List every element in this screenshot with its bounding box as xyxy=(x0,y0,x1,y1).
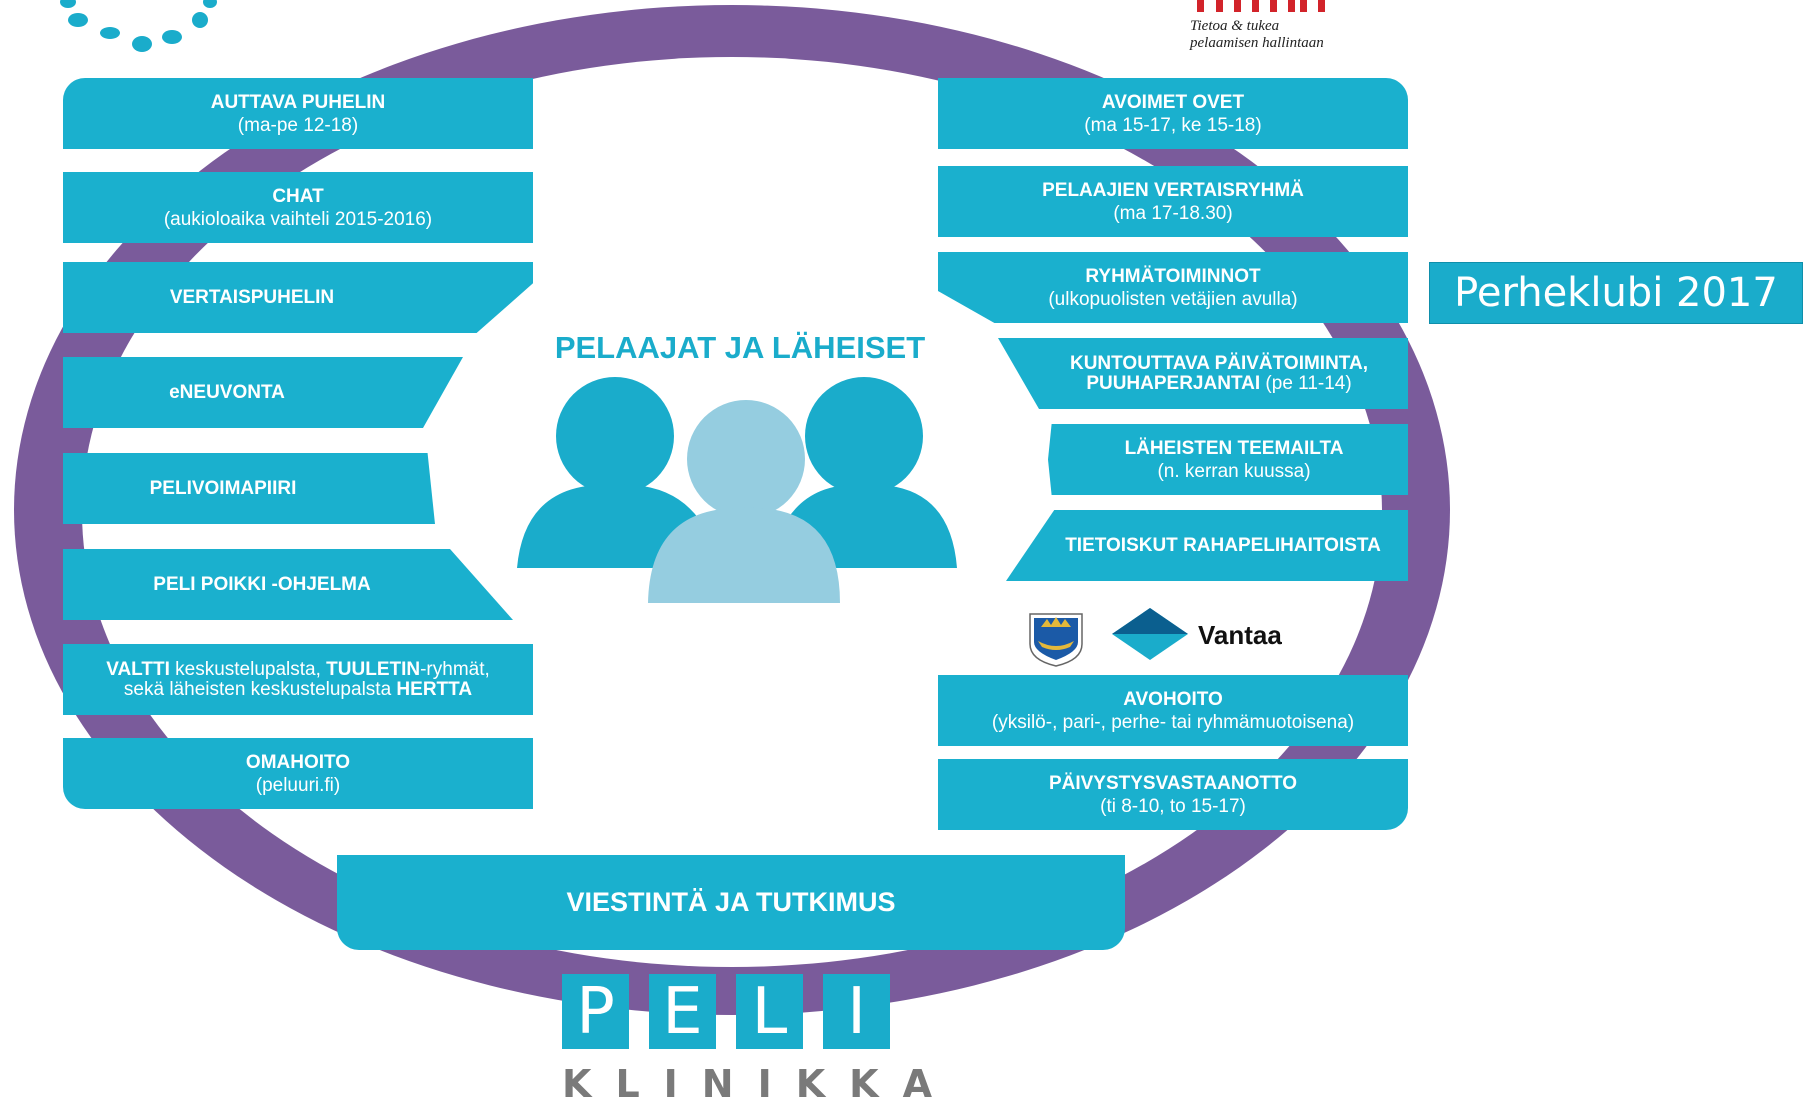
box-title: TIETOISKUT RAHAPELIHAITOISTA xyxy=(1065,535,1381,556)
right-box-avohoito: AVOHOITO (yksilö-, pari-, perhe- tai ryh… xyxy=(938,675,1408,746)
right-box-vertaisryhma: PELAAJIEN VERTAISRYHMÄ (ma 17-18.30) xyxy=(938,166,1408,237)
tiltti-logo-mark xyxy=(1197,0,1325,12)
box-title: OMAHOITO xyxy=(245,751,351,773)
box-subtitle: (ulkopuolisten vetäjien avulla) xyxy=(1048,288,1298,310)
vantaa-logo-icon xyxy=(1112,608,1188,660)
box-subtitle: (ma 15-17, ke 15-18) xyxy=(1084,114,1262,136)
klinikka-text: KLINIKKA xyxy=(562,1062,957,1106)
box-subtitle: (n. kerran kuussa) xyxy=(1157,460,1311,482)
box-title: eNEUVONTA xyxy=(169,382,285,403)
kuntouttava-line1: KUNTOUTTAVA PÄIVÄTOIMINTA, xyxy=(1069,352,1368,374)
right-box-teemailta: LÄHEISTEN TEEMAILTA (n. kerran kuussa) xyxy=(1048,424,1408,495)
box-title: PÄIVYSTYSVASTAANOTTO xyxy=(1048,772,1298,794)
tiltti-tagline-line2: pelaamisen hallintaan xyxy=(1190,35,1324,51)
box-subtitle: (aukioloaika vaihteli 2015-2016) xyxy=(163,208,433,230)
peliklinikka-logo: P E L I KLINIKKA xyxy=(562,974,932,1106)
perheklubi-label: Perheklubi 2017 xyxy=(1429,262,1803,324)
peli-letter-l: L xyxy=(736,974,803,1049)
box-subtitle: (ti 8-10, to 15-17) xyxy=(1100,795,1246,817)
box-title: VERTAISPUHELIN xyxy=(169,287,335,308)
people-group-icon xyxy=(517,377,957,603)
box-subtitle: (yksilö-, pari-, perhe- tai ryhmämuotois… xyxy=(991,711,1355,733)
box-title: AVOHOITO xyxy=(1123,688,1223,710)
box-title: PELAAJIEN VERTAISRYHMÄ xyxy=(1042,179,1304,201)
left-box-omahoito: OMAHOITO (peluuri.fi) xyxy=(63,738,533,809)
right-box-paivystys: PÄIVYSTYSVASTAANOTTO (ti 8-10, to 15-17) xyxy=(938,759,1408,830)
right-box-kuntouttava: KUNTOUTTAVA PÄIVÄTOIMINTA, PUUHAPERJANTA… xyxy=(998,338,1408,409)
tiltti-tagline-line1: Tietoa & tukea xyxy=(1190,18,1280,34)
left-box-auttava-puhelin: AUTTAVA PUHELIN (ma-pe 12-18) xyxy=(63,78,533,149)
right-box-avoimet-ovet: AVOIMET OVET (ma 15-17, ke 15-18) xyxy=(938,78,1408,149)
left-box-chat: CHAT (aukioloaika vaihteli 2015-2016) xyxy=(63,172,533,243)
box-title: RYHMÄTOIMINNOT xyxy=(1085,265,1261,287)
tiltti-tagline: Tietoa & tukea pelaamisen hallintaan xyxy=(1190,18,1410,52)
box-title: CHAT xyxy=(272,185,324,207)
box-subtitle: (ma 17-18.30) xyxy=(1113,202,1233,224)
left-box-valtti: VALTTI keskustelupalsta, TUULETIN-ryhmät… xyxy=(63,644,533,715)
helsinki-crest-icon xyxy=(1029,613,1083,667)
box-subtitle: (peluuri.fi) xyxy=(255,774,341,796)
peli-letter-p: P xyxy=(562,974,629,1049)
center-title: PELAAJAT JA LÄHEISET xyxy=(554,330,926,365)
right-box-ryhmatoiminnot: RYHMÄTOIMINNOT (ulkopuolisten vetäjien a… xyxy=(938,252,1408,323)
left-box-peli-poikki: PELI POIKKI -OHJELMA xyxy=(63,549,513,620)
box-title: PELIVOIMAPIIRI xyxy=(149,478,297,499)
peluuri-logo-dots xyxy=(60,0,217,52)
box-subtitle: (ma-pe 12-18) xyxy=(237,114,359,136)
box-title: AUTTAVA PUHELIN xyxy=(210,91,386,113)
right-box-tietoiskut: TIETOISKUT RAHAPELIHAITOISTA xyxy=(1006,510,1408,581)
box-title: AVOIMET OVET xyxy=(1101,91,1245,113)
peli-letter-i: I xyxy=(823,974,890,1049)
left-box-pelivoimapiiri: PELIVOIMAPIIRI xyxy=(63,453,435,524)
left-box-vertaispuhelin: VERTAISPUHELIN xyxy=(63,262,533,333)
peli-letter-e: E xyxy=(649,974,716,1049)
valtti-line1: VALTTI keskustelupalsta, TUULETIN-ryhmät… xyxy=(106,658,490,680)
left-box-eneuvonta: eNEUVONTA xyxy=(63,357,463,428)
kuntouttava-line2: PUUHAPERJANTAI (pe 11-14) xyxy=(1086,372,1352,394)
valtti-line2: sekä läheisten keskustelupalsta HERTTA xyxy=(123,678,473,700)
box-title: LÄHEISTEN TEEMAILTA xyxy=(1124,437,1344,459)
vantaa-logo-text: Vantaa xyxy=(1198,620,1282,650)
viestinta-ja-tutkimus-box: VIESTINTÄ JA TUTKIMUS xyxy=(337,855,1125,950)
box-title: PELI POIKKI -OHJELMA xyxy=(153,574,371,595)
